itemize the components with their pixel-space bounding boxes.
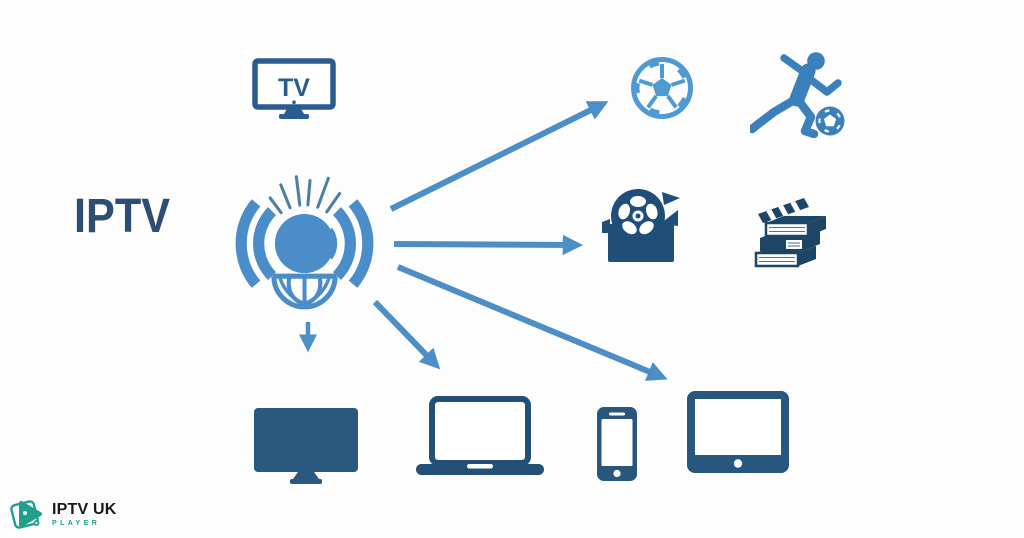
arrow-to-soccer: [389, 101, 609, 212]
brand-logo: IPTV UK PLAYER: [10, 497, 117, 531]
smartphone-icon: [597, 407, 637, 481]
logo-brand-text: IPTV UK: [52, 500, 117, 518]
broadcast-hub-icon: [214, 166, 394, 314]
tv-screen-label: TV: [278, 74, 310, 102]
film-reel-icon: [602, 186, 686, 264]
running-footballer-icon: [750, 50, 845, 138]
logo-subtitle-text: PLAYER: [52, 519, 101, 527]
play-button-icon: [10, 497, 46, 531]
tablet-icon: [687, 391, 789, 473]
arrow-to-tablet: [396, 264, 668, 381]
page-title: IPTV: [74, 190, 171, 243]
book-stack-icon: [752, 190, 830, 270]
laptop-icon: [416, 396, 544, 476]
soccer-ball-icon: [630, 56, 694, 120]
tv-set-icon: TV: [252, 58, 336, 122]
tv-monitor-icon: [254, 408, 358, 486]
arrow-to-film: [393, 234, 584, 256]
